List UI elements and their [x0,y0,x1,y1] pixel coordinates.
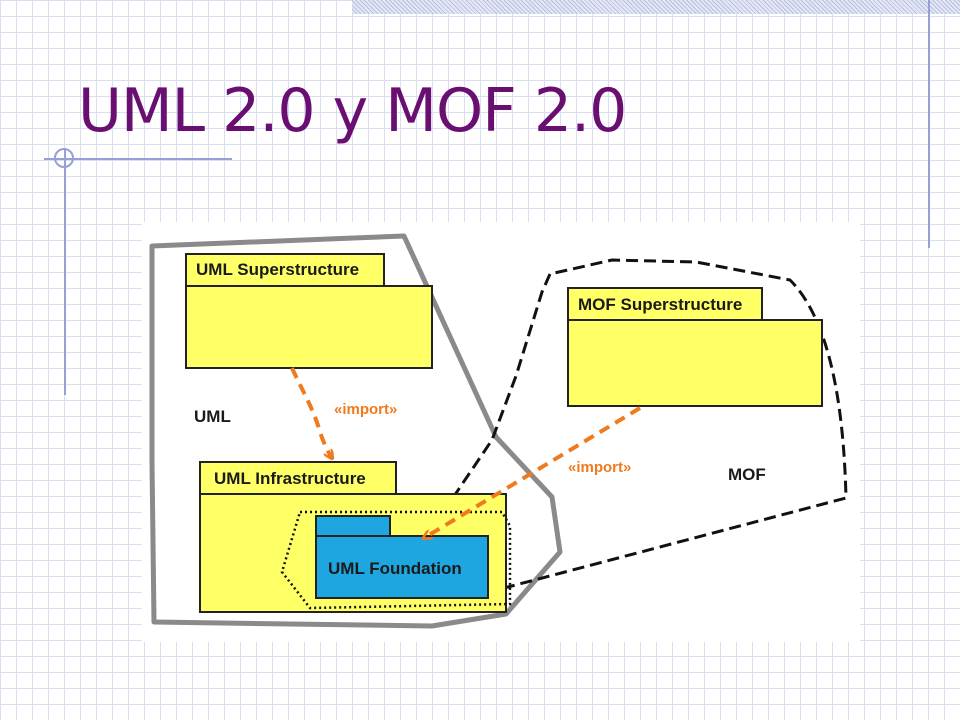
decorative-vertical-line-right [928,0,930,248]
foundation-dotted-boundary [280,510,512,610]
import-arrow-mof-to-foundation [424,406,642,538]
top-decorative-bar [352,0,960,14]
region-label-uml: UML [194,407,231,426]
uml-mof-diagram: UML Superstructure UML Infrastructure MO… [142,222,860,642]
title-underline [44,158,232,160]
slide-title: UML 2.0 y MOF 2.0 [78,76,627,146]
diagram-canvas: UML Superstructure UML Infrastructure MO… [149,233,848,629]
mof-region-boundary [430,258,848,609]
region-label-mof: MOF [728,465,766,484]
import-label-uml: «import» [334,401,397,418]
package-uml-superstructure: UML Superstructure [185,253,433,369]
import-label-mof: «import» [568,459,631,476]
package-mof-superstructure: MOF Superstructure [567,287,823,407]
package-uml-foundation: UML Foundation [315,515,489,599]
package-label-uml-superstructure: UML Superstructure [196,260,359,279]
package-label-uml-foundation: UML Foundation [328,559,462,578]
title-circle-ornament [54,148,74,168]
package-label-uml-infrastructure: UML Infrastructure [214,469,366,488]
package-label-mof-superstructure: MOF Superstructure [578,295,742,314]
import-arrow-superstructure-to-infrastructure [290,367,332,458]
decorative-vertical-line-left [64,150,66,395]
